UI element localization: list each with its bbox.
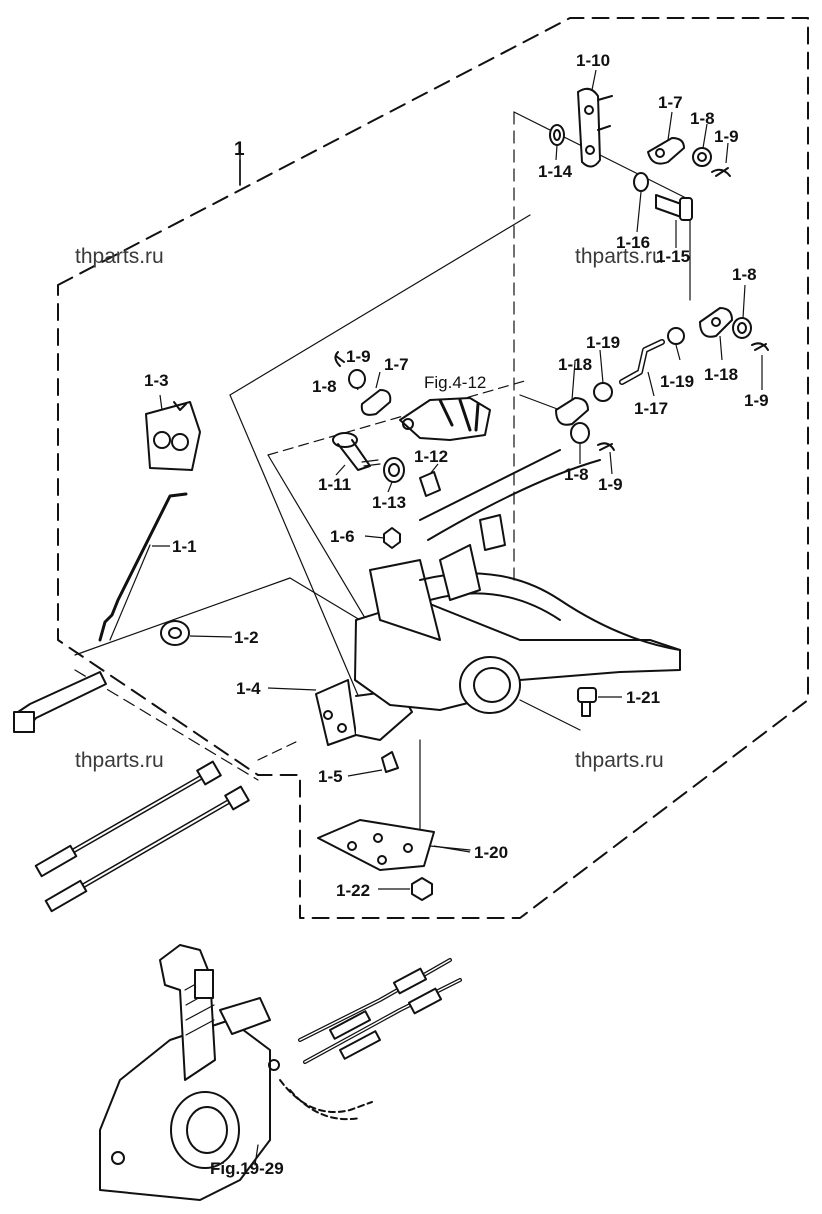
callout-1-7-lower: 1-7 xyxy=(384,355,409,374)
assembly-label: 1 xyxy=(234,139,245,160)
callout-1-7-upper: 1-7 xyxy=(658,93,683,112)
control-cables xyxy=(279,958,462,1121)
callout-1-13: 1-13 xyxy=(372,493,407,512)
callout-1-8-right: 1-8 xyxy=(732,265,757,284)
washer-1-8-upper xyxy=(692,147,712,167)
nut-1-19-left xyxy=(593,382,613,402)
callout-1-11: 1-11 xyxy=(318,475,352,494)
callout-leaders xyxy=(152,69,763,890)
collar-1-12 xyxy=(419,471,441,497)
watermark-top-right: thparts.ru xyxy=(575,245,664,268)
joint-1-18-left xyxy=(555,397,589,426)
nut-1-19-right xyxy=(667,327,685,345)
figure-ref-19-29: Fig.19-29 xyxy=(210,1159,284,1178)
callout-1-5: 1-5 xyxy=(318,767,343,786)
callout-1-18-right: 1-18 xyxy=(704,365,739,384)
joint-1-7-lower xyxy=(360,389,392,416)
washer-1-8-right xyxy=(732,317,752,339)
link-plate-1-10 xyxy=(577,87,613,168)
grommet-1-2 xyxy=(160,620,190,646)
bushing-1-13 xyxy=(383,457,405,483)
callout-1-8-upper: 1-8 xyxy=(690,109,715,128)
washer-1-16 xyxy=(633,172,649,192)
callout-1-10: 1-10 xyxy=(576,51,611,70)
callout-1-20: 1-20 xyxy=(474,843,509,862)
callout-1-17: 1-17 xyxy=(634,399,669,418)
nut-1-22 xyxy=(411,877,433,901)
clip-1-9-right xyxy=(751,342,769,351)
leader-lines xyxy=(74,111,691,851)
washer-1-8-lower xyxy=(570,422,590,444)
bolt-1-15 xyxy=(655,194,693,221)
bolt-1-21 xyxy=(577,687,597,717)
bolt-1-5 xyxy=(381,751,399,773)
callout-1-3: 1-3 xyxy=(144,371,169,390)
cable-end-left xyxy=(13,671,107,733)
callout-1-22: 1-22 xyxy=(336,881,371,900)
throttle-cables xyxy=(34,760,250,913)
assembly-boundary xyxy=(57,17,809,919)
callout-1-9-right: 1-9 xyxy=(744,391,769,410)
watermark-mid-right: thparts.ru xyxy=(575,749,664,772)
figure-ref-4-12: Fig.4-12 xyxy=(424,373,487,392)
callout-1-14: 1-14 xyxy=(538,162,573,181)
callout-1-8-lower: 1-8 xyxy=(564,465,589,484)
clip-1-9-upper xyxy=(711,167,731,177)
bolt-1-11 xyxy=(332,432,381,471)
washer-1-14 xyxy=(549,124,565,146)
engine-bracket-housing xyxy=(354,449,681,714)
callout-1-1: 1-1 xyxy=(172,537,197,556)
callout-1-4: 1-4 xyxy=(236,679,261,698)
callout-1-18-left: 1-18 xyxy=(558,355,593,374)
washer-1-8-left xyxy=(348,369,366,389)
remote-control-box xyxy=(99,944,280,1201)
wire-rod-1-1 xyxy=(98,492,188,642)
callout-1-8-left: 1-8 xyxy=(312,377,337,396)
callout-1-19-right: 1-19 xyxy=(660,372,695,391)
callout-1-6: 1-6 xyxy=(330,527,355,546)
callout-1-9-left: 1-9 xyxy=(346,347,371,366)
clip-1-9-lower xyxy=(597,442,615,451)
nut-1-6 xyxy=(383,527,401,549)
callout-1-15: 1-15 xyxy=(656,247,691,266)
callout-1-12: 1-12 xyxy=(414,447,449,466)
callout-1-21: 1-21 xyxy=(626,688,661,707)
joint-1-18-right xyxy=(699,307,733,338)
watermark-top-left: thparts.ru xyxy=(75,245,164,268)
throttle-cam-fig-4-12 xyxy=(399,397,491,441)
callout-1-9-upper: 1-9 xyxy=(714,127,739,146)
callout-1-19-left: 1-19 xyxy=(586,333,621,352)
callout-1-9-lower: 1-9 xyxy=(598,475,623,494)
grommet-plate-1-3 xyxy=(145,401,201,471)
callout-1-2: 1-2 xyxy=(234,628,259,647)
watermark-mid-left: thparts.ru xyxy=(75,749,164,772)
callout-1-16: 1-16 xyxy=(616,233,651,252)
joint-1-7-upper xyxy=(647,137,685,165)
clip-1-9-left xyxy=(334,351,345,367)
plate-1-20 xyxy=(317,819,435,871)
